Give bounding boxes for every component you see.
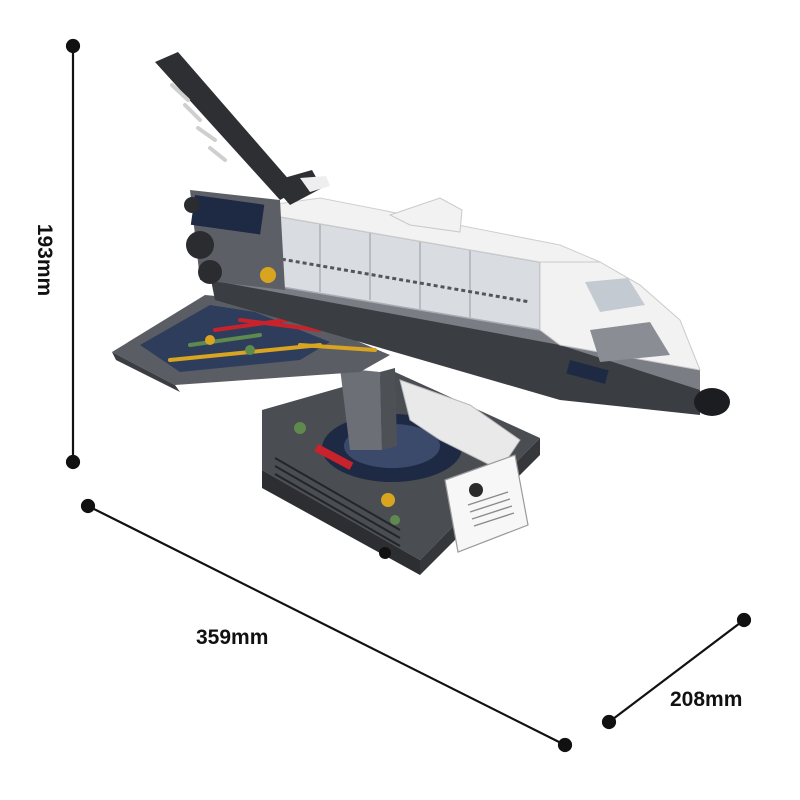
stand-base-front bbox=[262, 470, 420, 575]
cockpit-window bbox=[585, 278, 645, 312]
width-start-dot bbox=[601, 714, 617, 730]
robotic-arm bbox=[155, 52, 330, 205]
shuttle-wing bbox=[112, 295, 390, 392]
display-stand bbox=[262, 368, 540, 575]
height-bottom-dot bbox=[65, 454, 81, 470]
shuttle-nose bbox=[694, 388, 730, 416]
width-dimension-line bbox=[608, 619, 745, 723]
shuttle-tail bbox=[388, 197, 463, 233]
length-label: 359mm bbox=[196, 626, 269, 649]
info-plaque bbox=[444, 454, 529, 553]
dimension-lines bbox=[65, 38, 752, 753]
fuselage-lower bbox=[210, 275, 700, 415]
length-dimension-line bbox=[87, 505, 566, 746]
height-top-dot bbox=[65, 38, 81, 54]
width-label: 208mm bbox=[670, 688, 743, 711]
shuttle-engines bbox=[184, 190, 285, 290]
length-end-dot bbox=[557, 737, 573, 753]
stand-column bbox=[340, 368, 382, 450]
height-label: 193mm bbox=[33, 223, 56, 297]
length-start-dot bbox=[80, 498, 96, 514]
width-end-dot bbox=[736, 612, 752, 628]
planet-logo-icon bbox=[469, 483, 483, 497]
robotic-arm-boom bbox=[155, 52, 298, 200]
shuttle-fuselage bbox=[205, 197, 730, 416]
